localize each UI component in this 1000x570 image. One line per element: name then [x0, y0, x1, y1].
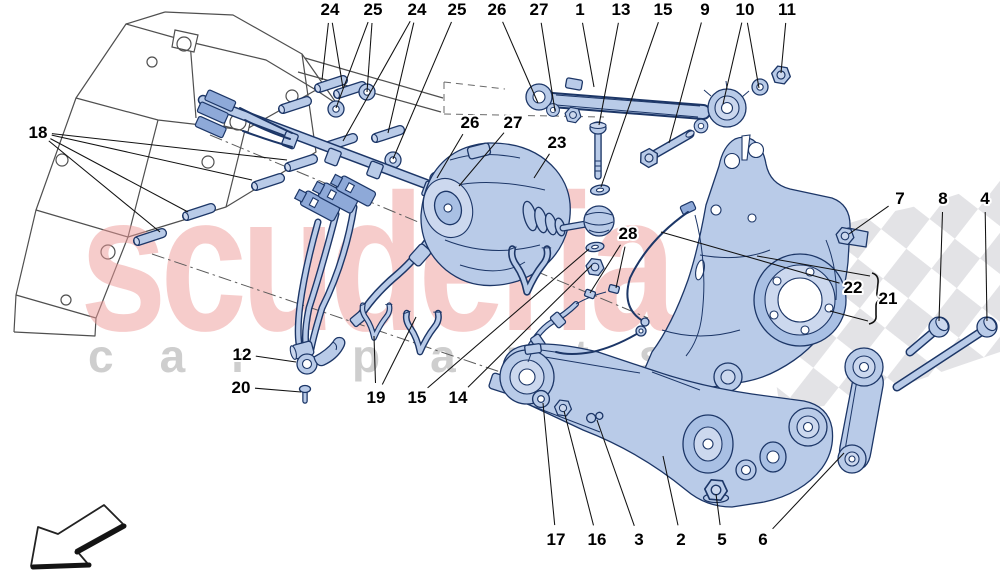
leader-line — [596, 419, 635, 526]
bolt-9 — [636, 129, 695, 171]
leader-line — [331, 22, 344, 89]
callout-24: 24 — [321, 0, 340, 19]
leader-line — [458, 132, 505, 187]
callout-11: 11 — [778, 0, 796, 19]
harness-connectors-top — [194, 89, 293, 148]
leader-line — [540, 22, 556, 112]
callout-27: 27 — [530, 0, 549, 19]
parts-artwork — [131, 64, 998, 508]
bracket-21-brace — [756, 255, 884, 325]
callout-2: 2 — [676, 530, 685, 549]
leader-line — [848, 205, 889, 235]
leader-line — [342, 20, 411, 142]
callout-8: 8 — [938, 189, 947, 208]
knuckle — [626, 134, 869, 392]
callout-20: 20 — [232, 378, 251, 397]
leader-line — [662, 455, 679, 526]
callout-21: 21 — [879, 289, 898, 308]
callout-15: 15 — [654, 0, 673, 19]
leader-line — [387, 22, 415, 134]
callout-22: 22 — [844, 278, 863, 297]
ball-joint-chain — [583, 121, 615, 277]
leader-line — [381, 316, 417, 385]
callout-23: 23 — [548, 133, 567, 152]
upper-link — [525, 64, 793, 134]
leader-line — [598, 22, 619, 126]
callout-28: 28 — [619, 224, 638, 243]
callout-26: 26 — [488, 0, 507, 19]
leader-line — [392, 21, 452, 160]
leader-line — [335, 21, 369, 109]
callout-14: 14 — [449, 388, 468, 407]
callout-13: 13 — [612, 0, 631, 19]
callout-18: 18 — [29, 123, 48, 142]
leader-line — [255, 355, 297, 363]
callout-19: 19 — [367, 388, 386, 407]
leader-line — [51, 134, 253, 181]
screw-20 — [298, 384, 312, 404]
callout-24: 24 — [408, 0, 427, 19]
leader-line — [321, 22, 329, 81]
differential — [420, 142, 590, 287]
leader-line — [48, 140, 161, 233]
leader-line — [542, 402, 556, 526]
callout-3: 3 — [634, 530, 643, 549]
leader-line — [668, 22, 702, 144]
leader-line — [746, 22, 760, 89]
leader-line — [533, 153, 550, 179]
callout-9: 9 — [700, 0, 709, 19]
callout-6: 6 — [758, 530, 767, 549]
leader-line — [51, 133, 288, 161]
leader-line — [772, 452, 845, 530]
leader-line — [467, 264, 593, 388]
callout-1: 1 — [575, 0, 584, 19]
leader-line — [50, 138, 189, 213]
callout-15: 15 — [408, 388, 427, 407]
leader-line — [600, 22, 659, 188]
leader-line — [436, 133, 464, 179]
leader-line — [660, 231, 840, 284]
leader-line — [502, 21, 539, 104]
leader-line — [984, 211, 988, 322]
leader-line — [938, 211, 944, 322]
leader-line — [615, 246, 626, 289]
leader-line — [715, 493, 721, 526]
callout-17: 17 — [547, 530, 566, 549]
leader-line — [722, 22, 743, 105]
leader-line — [366, 22, 373, 93]
leader-line — [780, 22, 787, 74]
callout-16: 16 — [588, 530, 607, 549]
callout-25: 25 — [364, 0, 383, 19]
callout-7: 7 — [895, 189, 904, 208]
callout-5: 5 — [717, 530, 726, 549]
callout-10: 10 — [736, 0, 755, 19]
leader-line — [589, 244, 621, 294]
lower-control-arm — [488, 325, 834, 508]
callout-4: 4 — [980, 189, 990, 208]
callout-25: 25 — [448, 0, 467, 19]
leader-line — [563, 410, 595, 526]
leader-line — [581, 22, 595, 88]
callout-27: 27 — [504, 113, 523, 132]
bolt-4 — [892, 316, 998, 392]
leader-line — [427, 248, 590, 389]
watermark-primary: scuderia — [80, 154, 678, 372]
callout-12: 12 — [233, 345, 252, 364]
leader-line — [373, 335, 377, 384]
bracket-12 — [296, 336, 346, 375]
toe-link — [837, 347, 884, 474]
watermark-secondary-1: car — [88, 330, 295, 382]
callout-26: 26 — [461, 113, 480, 132]
leader-line — [254, 387, 302, 393]
direction-arrow-icon — [30, 504, 127, 570]
